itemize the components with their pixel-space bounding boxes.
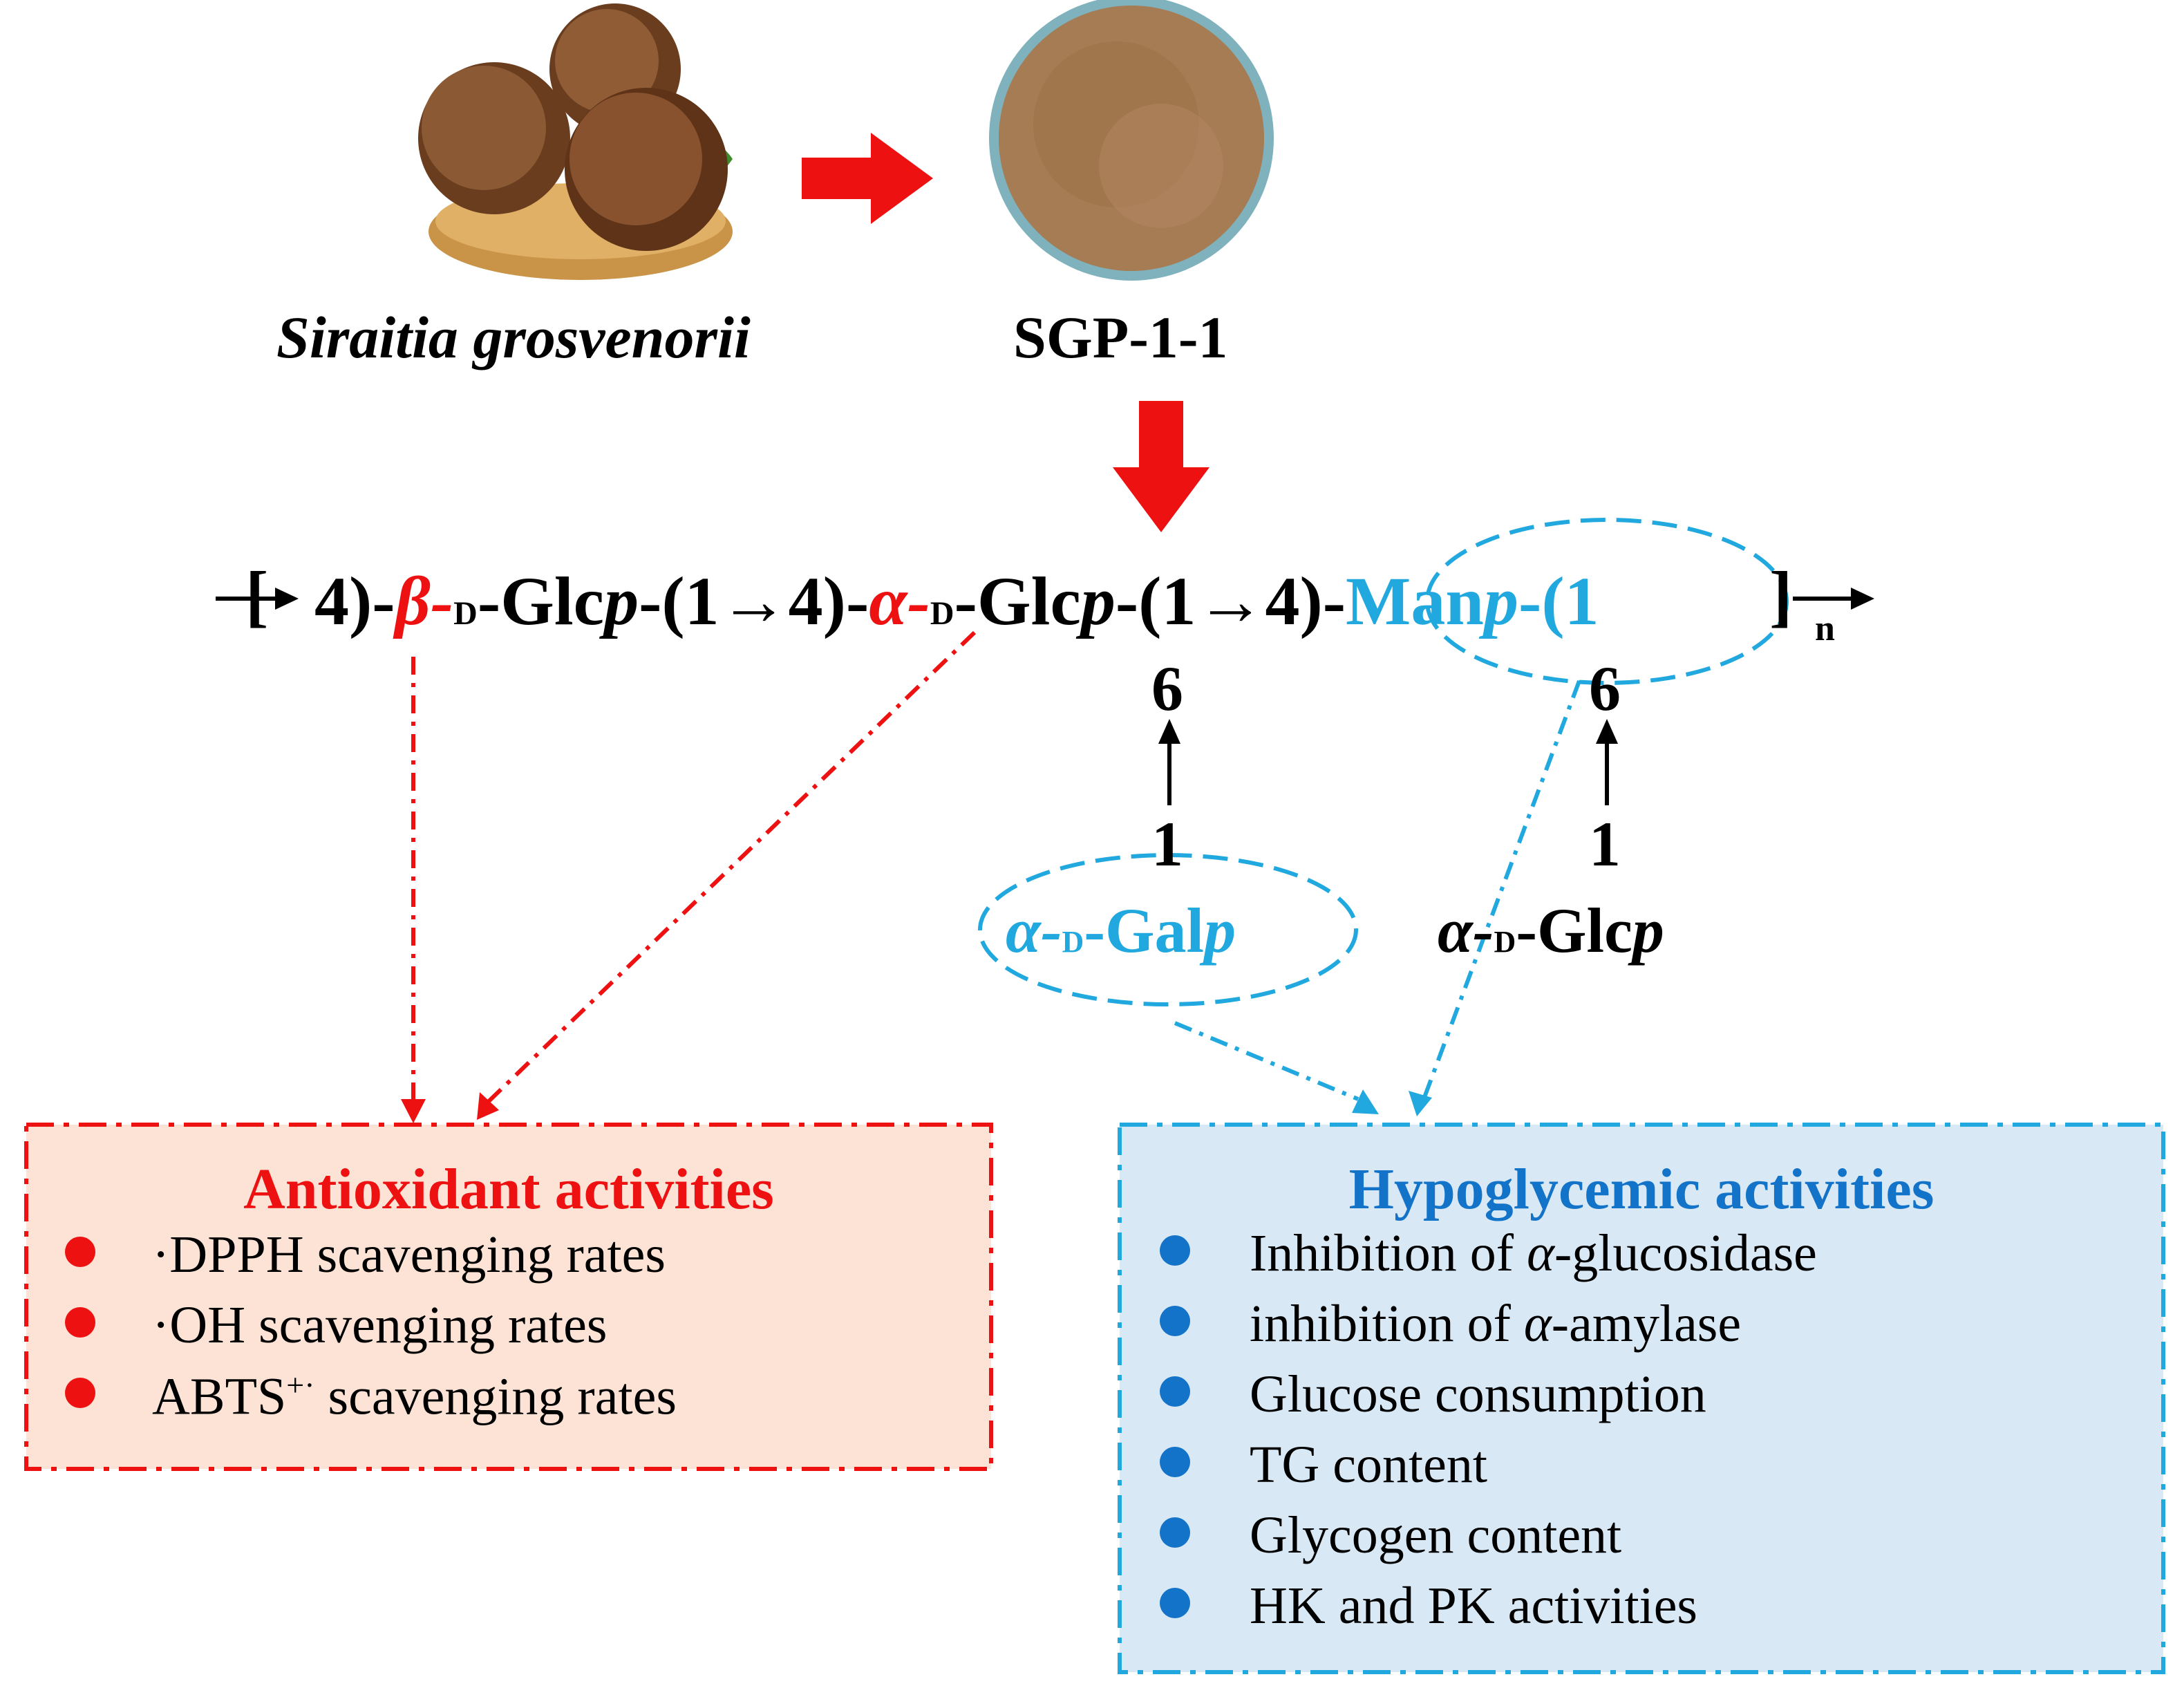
galp-highlight-ellipse [978,853,1358,1006]
hypoglycemic-bullet-4 [1160,1447,1190,1477]
manp-highlight-ellipse [1425,518,1789,685]
polysaccharide-backbone: 4)-β-d-Glcp-(1→4)-α-d-Glcp-(1→4)-Manp-(1 [314,567,1599,636]
hypoglycemic-item-4: TG content [1250,1436,1488,1494]
item2-alpha: α [1523,1295,1552,1353]
chain-bracket-open: [ [245,557,269,634]
unit2-anomer: α- [869,563,930,639]
hypoglycemic-bullet-6 [1160,1588,1190,1618]
branch2-sugar: -Glc [1516,895,1632,966]
hypoglycemic-bullet-3 [1160,1376,1190,1407]
hypoglycemic-connector-heads [1352,1089,1432,1116]
source-label: Siraitia grosvenorii [276,304,751,371]
unit3-p: p [1484,563,1519,639]
branch1-sugar: -Gal [1084,895,1205,966]
unit3-post: -(1 [1518,563,1599,639]
unit1-anomer: β- [395,563,454,639]
hypoglycemic-item-5: Glycogen content [1250,1506,1622,1564]
unit1-p: p [604,563,639,639]
antioxidant-bullet-3 [65,1378,95,1408]
hypoglycemic-connectors [1174,679,1581,1101]
branch2-anomer: α- [1438,895,1494,966]
branch2-d: d [1494,913,1516,962]
branch-arrows [1158,719,1618,805]
hypoglycemic-item-3: Glucose consumption [1250,1365,1706,1423]
antioxidant-item-2: ·OH scavenging rates [152,1296,608,1354]
branch1-residue: α-d-Galp [1006,899,1236,962]
branch1-position-lower: 1 [1151,809,1183,879]
link1: -(1→4)- [639,563,869,639]
hypoglycemic-box-frame [1118,1123,2165,1674]
abts-rest: scavenging rates [328,1367,677,1426]
branch1-position-upper: 6 [1151,653,1183,724]
branch1-anomer: α- [1006,895,1062,966]
repeat-subscript: n [1815,609,1835,648]
chain-end-arrows [216,588,1874,610]
branch1-d: d [1062,913,1084,962]
unit3-sugar: Man [1346,563,1485,639]
branch1-p: p [1204,895,1236,966]
hypoglycemic-item-1: Inhibition of α-glucosidase [1250,1227,1817,1280]
antioxidant-bullet-1 [65,1237,95,1267]
powder-dish-illustration [989,0,1274,281]
unit2-p: p [1080,563,1115,639]
unit2-sugar: -Glc [954,563,1081,639]
hypoglycemic-box: Hypoglycemic activities Inhibition of α-… [1120,1125,2163,1672]
antioxidant-box: Antioxidant activities ·DPPH scavenging … [26,1125,991,1469]
chain-bracket-close: ] [1769,557,1793,634]
antioxidant-item-1: ·DPPH scavenging rates [152,1226,666,1284]
hypoglycemic-bullet-1 [1160,1235,1190,1266]
antioxidant-connector-heads [401,1092,499,1123]
branch2-position-lower: 1 [1589,809,1621,879]
abts-superscript: +· [286,1367,315,1403]
antioxidant-connectors [411,630,977,1108]
hypoglycemic-bullet-2 [1160,1306,1190,1336]
hypoglycemic-bullet-5 [1160,1517,1190,1548]
item2-pre: inhibition of [1250,1295,1524,1353]
source-to-product-arrow [802,133,933,224]
item2-post: -amylase [1551,1295,1742,1353]
unit1-sugar: -Glc [477,563,605,639]
item1-alpha: α [1527,1224,1554,1282]
branch2-p: p [1632,895,1664,966]
unit1-d: d [453,582,478,635]
antioxidant-item-3: ABTS+· scavenging rates [152,1369,677,1423]
abts-label: ABTS [152,1367,287,1426]
unit1-pre: 4)- [314,563,395,639]
product-to-structure-arrow [1113,401,1209,532]
antioxidant-box-frame [24,1123,993,1471]
hypoglycemic-title: Hypoglycemic activities [1348,1157,1934,1221]
hypoglycemic-item-6: HK and PK activities [1250,1577,1698,1635]
branch2-residue: α-d-Glcp [1438,899,1664,962]
branch2-position-upper: 6 [1589,653,1621,724]
item1-pre: Inhibition of [1250,1224,1527,1282]
item1-post: -glucosidase [1554,1224,1817,1282]
link2: -(1→4)- [1115,563,1346,639]
antioxidant-bullet-2 [65,1307,95,1338]
hypoglycemic-item-2: inhibition of α-amylase [1250,1297,1741,1350]
antioxidant-title: Antioxidant activities [243,1157,774,1221]
fruit-basket-illustration [418,3,733,280]
product-label: SGP-1-1 [1013,304,1228,371]
unit2-d: d [930,582,954,635]
